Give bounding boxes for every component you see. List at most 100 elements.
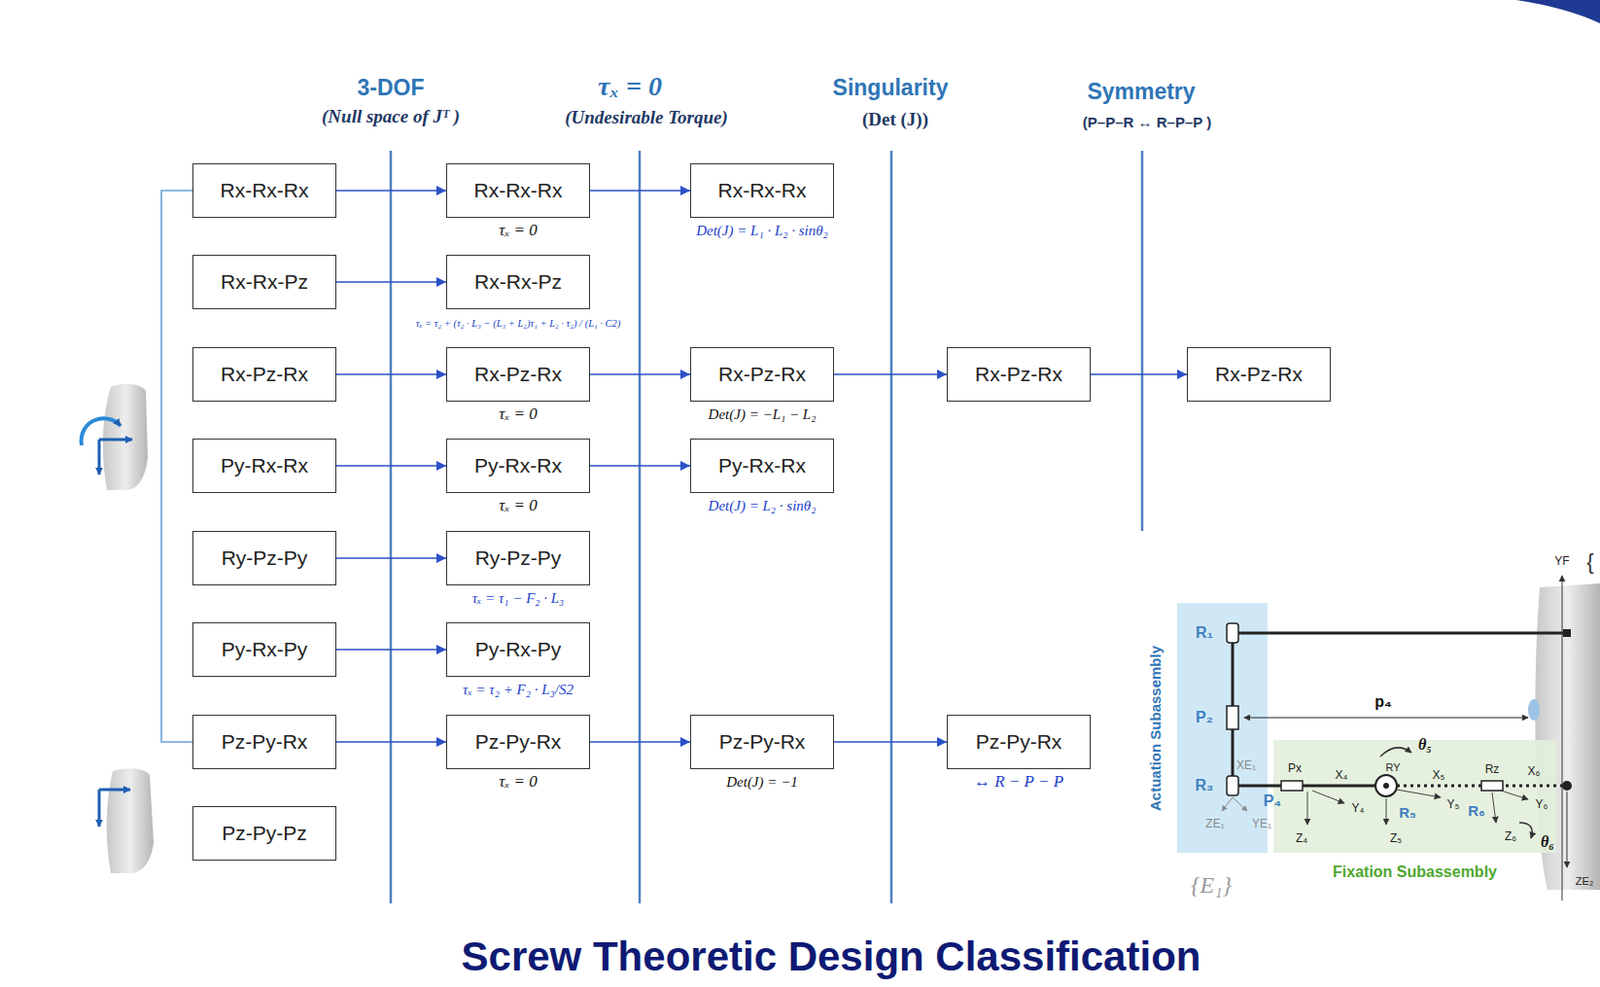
flow-arrow [834,740,947,743]
flow-arrow [336,740,447,743]
design-box: Pz-Py-Rx↔ R − P − P [946,714,1091,769]
design-box: Rx-Pz-RxDet(J) = −L₁ − L₂ [690,347,835,402]
column-header: Singularity [833,74,949,101]
panel-title: Fixation Subassembly [1332,863,1497,881]
column-header: Symmetry [1086,78,1195,105]
box-label: Py-Rx-Py [221,637,309,661]
flow-arrow [590,189,691,192]
label-holder: Rx-Rx-Pz [474,270,562,294]
label-anchor: θ₆ [1540,833,1555,851]
fixation-link [1238,784,1376,788]
label-anchor: Y₅ [1447,794,1461,812]
flow-arrow [590,373,691,376]
formula-annotation: τₓ = τ₂ + (τ₂ · L₃ − (L₃ + L₂)τ₁ + L₂ · … [416,317,622,329]
fixation-panel-fill [1273,739,1557,853]
box-label: Py-Rx-Py [475,637,562,661]
joint-marker [1563,628,1571,637]
label-anchor: {E₁} [1190,871,1232,900]
label-anchor: (Null space of Jᵀ ) [321,105,460,128]
part-label: X₆ [1528,764,1541,778]
joint-center [1383,782,1390,789]
panel-title: Actuation Subassembly [1147,644,1164,810]
frame-axis [1562,575,1564,901]
label-anchor: YE₁ [1252,813,1272,832]
part-label: P₄ [1263,792,1282,809]
design-box: Py-Rx-Pyτₓ = τ₂ + F₂ · L₃/S2 [446,622,591,677]
frame-axis [1386,798,1388,825]
title-holder: Screw Theoretic Design Classification [461,933,1202,980]
axis-arrow [99,788,131,792]
part-label: Y₅ [1447,797,1461,811]
design-box: Rx-Rx-RxDet(J) = L₁ · L₂ · sinθ₂ [690,163,835,218]
rotation-arrow [81,417,121,446]
box-label: Pz-Py-Rx [975,730,1063,754]
column-header: (Undesirable Torque) [564,106,729,128]
label-holder: Fixation Subassembly [1332,863,1497,881]
actuation-panel-fill [1177,602,1268,853]
frame-axis [1307,791,1309,825]
flow-arrow [336,648,447,651]
part-label: R₁ [1195,624,1214,641]
box-label: Rx-Pz-Rx [1215,362,1303,386]
part-label: RY [1385,761,1400,773]
box-label: Rx-Pz-Rx [974,362,1063,386]
label-anchor: (Det (J)) [862,108,929,131]
label-holder: Py-Rx-Rx [474,453,562,478]
label-anchor: Z₄ [1295,828,1308,846]
revolute-joint [1375,774,1397,797]
label-holder: Rx-Rx-Rx [474,178,563,203]
contact-pad [1528,698,1540,721]
design-box: Pz-Py-Rxτₓ = 0 [446,714,591,769]
box-label: Rx-Pz-Rx [718,362,806,386]
annotation-holder: τₓ = τ₁ − F₂ · L₃ [472,588,565,607]
part-label: { [1586,549,1594,574]
formula-annotation: Det(J) = L₁ · L₂ · sinθ₂ [695,222,829,240]
part-label: Px [1287,761,1302,775]
box-label: Rx-Rx-Pz [474,270,562,294]
label-anchor: R₆ [1467,801,1486,820]
label-anchor: (Undesirable Torque) [564,106,729,129]
box-label: Py-Rx-Rx [718,453,806,478]
box-label: Rx-Pz-Rx [220,362,309,386]
part-label: P₂ [1195,708,1214,726]
box-label: Ry-Pz-Py [475,546,562,570]
column-divider [890,150,894,904]
column-header: 3-DOF [357,74,425,101]
part-label: X₄ [1335,767,1349,782]
rotation-arrow [1380,747,1412,757]
axis-arrow [98,439,102,475]
annotation-holder: ↔ R − P − P [973,771,1064,792]
formula-annotation: Det(J) = −L₁ − L₂ [708,406,817,423]
box-label: Ry-Pz-Py [221,546,309,570]
label-holder: Py-Rx-Py [475,637,562,661]
joint-marker [1562,780,1572,791]
box-label: Pz-Py-Pz [221,821,308,845]
formula-annotation: τₓ = τ₁ − F₂ · L₃ [472,590,565,607]
annotation-holder: τₓ = τ₂ + F₂ · L₃/S2 [462,679,574,698]
design-box: Rx-Pz-Rx [1186,347,1331,402]
label-anchor: 3-DOF [357,74,425,101]
label-holder: Py-Rx-Py [221,637,309,661]
part-label: Rz [1485,762,1500,776]
label-holder: Rx-Pz-Rx [718,362,806,386]
flow-arrow [336,373,447,376]
design-box: Rx-Rx-Pz [192,254,337,310]
page-title: Screw Theoretic Design Classification [461,933,1202,979]
revolute-joint [1226,623,1239,643]
label-holder: Rx-Rx-Pz [220,270,309,294]
design-box: Rx-Pz-Rx [946,347,1091,402]
revolute-joint [1481,780,1503,791]
label-anchor: Px [1287,758,1302,776]
column-header: (P–P–R ↔ R–P–P ) [1082,113,1212,131]
label-holder: Pz-Py-Rx [719,730,806,754]
flow-arrow [336,556,447,559]
label-holder: Ry-Pz-Py [221,546,309,570]
design-box: Py-Rx-Rx [192,438,337,493]
part-label: R₃ [1195,776,1215,794]
design-box: Ry-Pz-Pyτₓ = τ₁ − F₂ · L₃ [446,530,591,586]
frame-axis [1566,791,1568,868]
frame-axis [1500,790,1529,800]
label-anchor: Y₆ [1535,794,1549,812]
design-box: Pz-Py-Rx [192,714,337,769]
annotation-holder: Det(J) = L₂ · sinθ₂ [708,495,817,515]
